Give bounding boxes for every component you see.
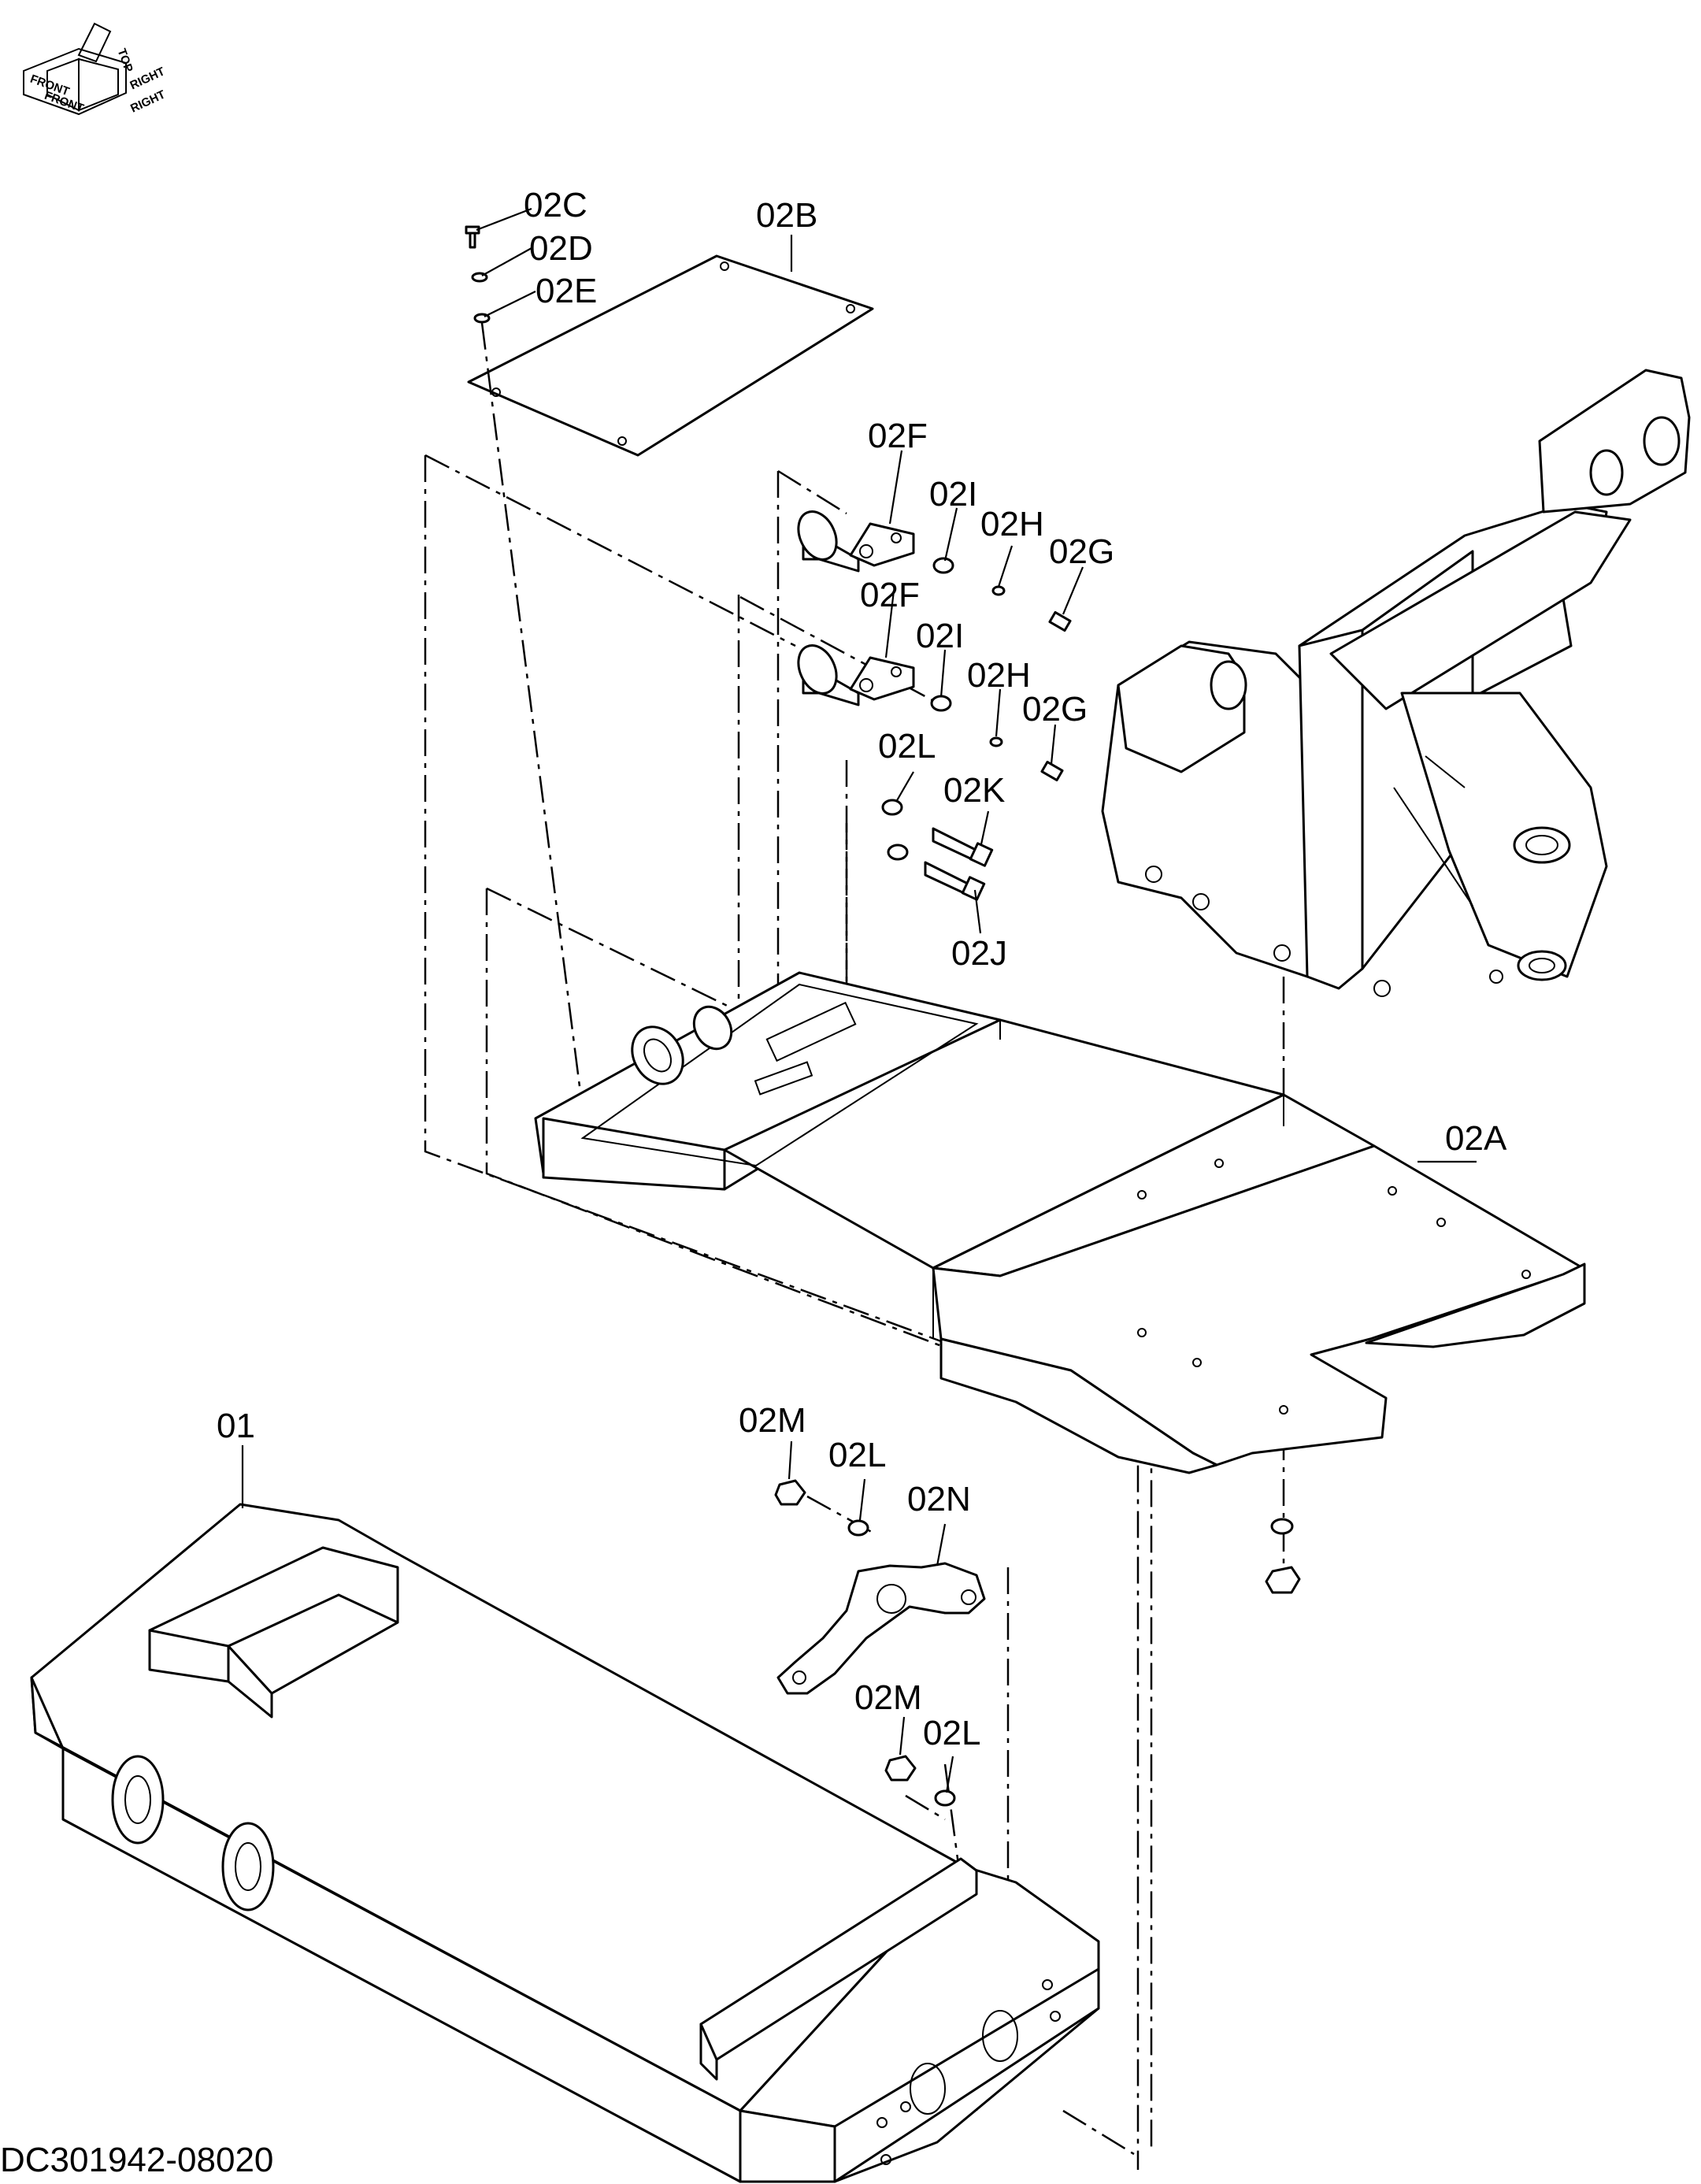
callout-02N: 02N bbox=[907, 1480, 971, 1518]
orientation-indicator: FRONT FRONT TOP RIGHT RIGHT bbox=[23, 22, 168, 116]
part-02K-bolt bbox=[932, 827, 994, 867]
part-02L-washer-upper-b bbox=[887, 844, 909, 861]
part-02H-lockwasher-lower bbox=[989, 736, 1003, 747]
frame-nut bbox=[1265, 1566, 1301, 1594]
callout-02F-lower: 02F bbox=[860, 576, 920, 614]
part-02M-nut-upper bbox=[774, 1479, 806, 1506]
part-02L-washer-lower-b bbox=[934, 1789, 956, 1807]
callout-02D: 02D bbox=[529, 229, 593, 268]
callout-02I-lower: 02I bbox=[916, 617, 964, 655]
part-02B-cover-plate bbox=[467, 254, 874, 457]
callout-02K: 02K bbox=[943, 771, 1005, 810]
part-02M-nut-lower bbox=[884, 1755, 917, 1782]
callout-02L-lower-a: 02L bbox=[828, 1436, 886, 1474]
callout-02M-lower: 02M bbox=[854, 1678, 922, 1717]
part-02N-bracket bbox=[776, 1562, 986, 1695]
part-02L-washer-lower-a bbox=[847, 1519, 869, 1537]
callout-02C: 02C bbox=[524, 186, 587, 224]
callout-02L-upper: 02L bbox=[878, 727, 936, 766]
callout-02M-upper: 02M bbox=[739, 1401, 806, 1440]
leader-lines bbox=[241, 207, 1477, 1793]
part-02I-washer-lower bbox=[930, 695, 952, 712]
callout-02F-upper: 02F bbox=[868, 417, 928, 455]
part-02J-bolt bbox=[924, 861, 986, 901]
callout-labels: 02C 02D 02E 02B 02F 02I 02H 02G 02F 02I … bbox=[217, 186, 1507, 1752]
callout-02A: 02A bbox=[1445, 1119, 1507, 1158]
revolving-frame bbox=[1101, 369, 1691, 997]
part-02F-pin-upper bbox=[797, 510, 915, 573]
part-02G-bolt-lower bbox=[1040, 760, 1064, 782]
part-01-base-frame bbox=[30, 1503, 1100, 2183]
callout-02B: 02B bbox=[756, 196, 817, 235]
callout-02H-lower: 02H bbox=[967, 656, 1031, 695]
part-02A-frame bbox=[534, 971, 1586, 1474]
callout-02G-upper: 02G bbox=[1049, 532, 1114, 571]
callout-02G-lower: 02G bbox=[1022, 690, 1088, 729]
callout-02E: 02E bbox=[536, 272, 597, 310]
drawing-number: DC301942-08020 bbox=[0, 2141, 274, 2179]
callout-01: 01 bbox=[217, 1407, 255, 1445]
callout-02L-lower-b: 02L bbox=[923, 1714, 980, 1752]
part-02G-bolt-upper bbox=[1048, 610, 1072, 632]
frame-washer bbox=[1270, 1518, 1294, 1535]
callout-02I-upper: 02I bbox=[929, 475, 977, 514]
callout-02J: 02J bbox=[951, 934, 1007, 973]
part-02L-washer-upper-a bbox=[881, 799, 903, 816]
part-02I-washer-upper bbox=[932, 557, 954, 574]
callout-02H-upper: 02H bbox=[980, 505, 1044, 543]
part-02F-pin-lower bbox=[797, 644, 915, 706]
part-02H-lockwasher-upper bbox=[991, 585, 1006, 596]
